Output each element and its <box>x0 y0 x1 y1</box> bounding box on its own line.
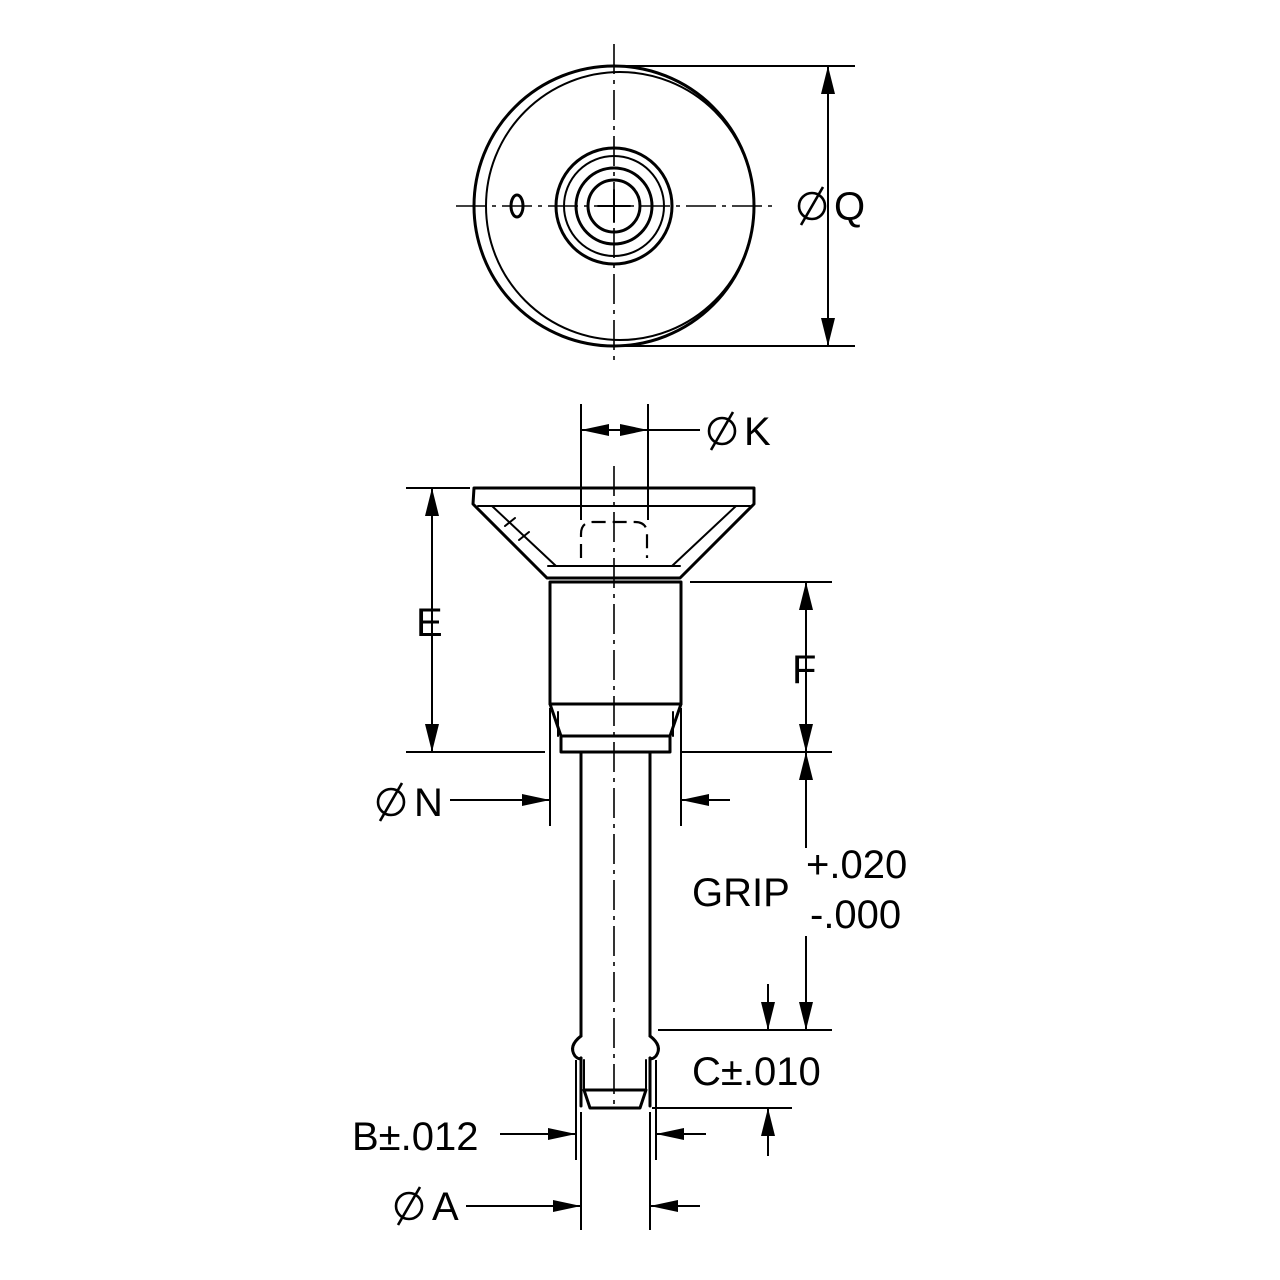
ball-right <box>648 1034 660 1061</box>
dimension-n-label: N <box>414 781 443 825</box>
dimension-f-label: F <box>792 648 816 692</box>
dimension-e-label: E <box>416 601 443 645</box>
head-mark-1 <box>504 517 516 527</box>
ball-left <box>571 1034 583 1061</box>
dimension-c-label: C±.010 <box>692 1050 821 1094</box>
dimension-q <box>620 65 855 347</box>
diameter-symbol-icon <box>797 186 827 226</box>
dimension-b-label: B±.012 <box>352 1115 478 1159</box>
diameter-symbol-icon <box>376 782 406 822</box>
dimension-k <box>580 404 700 520</box>
dimension-grip-plus-tolerance: +.020 <box>806 843 907 887</box>
dimension-e <box>406 487 545 753</box>
head-outline <box>471 486 756 580</box>
pin-tip <box>582 1088 648 1110</box>
dimension-f <box>680 581 832 753</box>
dimension-grip-minus-tolerance: -.000 <box>810 893 901 937</box>
dimension-grip <box>658 752 832 1031</box>
diameter-symbol-icon <box>394 1186 424 1226</box>
washer <box>559 734 672 754</box>
dimension-k-label: K <box>744 410 771 454</box>
dimension-a-label: A <box>432 1185 459 1229</box>
dimension-b <box>500 1060 706 1160</box>
dimension-a <box>466 1112 700 1230</box>
side-view <box>471 466 756 1110</box>
head-inner-taper-right <box>671 505 737 567</box>
dimension-n <box>450 708 730 826</box>
dimension-q-label: Q <box>834 185 865 229</box>
sleeve <box>548 580 683 706</box>
diameter-symbol-icon <box>707 411 737 451</box>
dimension-grip-label: GRIP <box>692 871 790 915</box>
dimension-c <box>652 984 792 1156</box>
collar-taper <box>548 702 683 738</box>
head-mark-2 <box>518 531 530 541</box>
top-view <box>456 44 772 366</box>
